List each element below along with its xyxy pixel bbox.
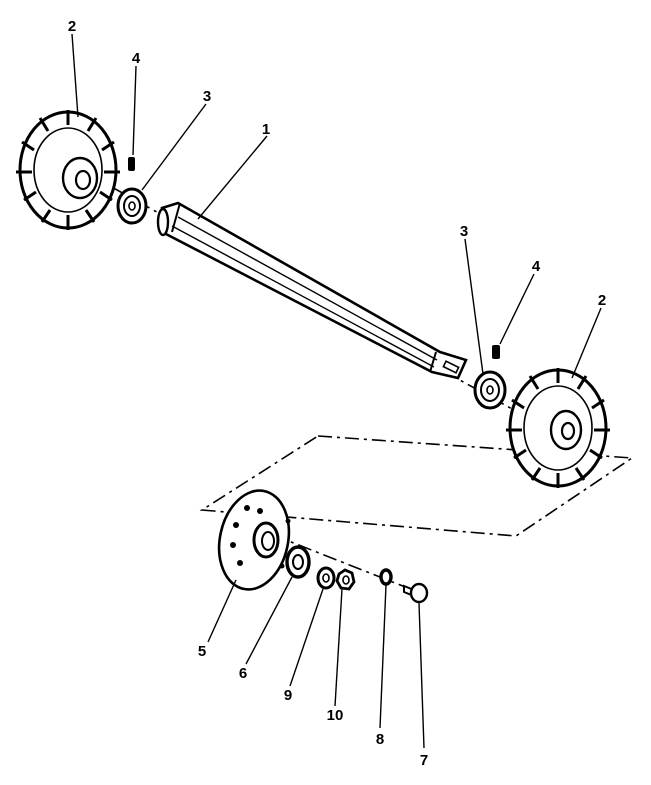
callout-10: 10 — [327, 707, 344, 724]
callout-1: 1 — [262, 121, 270, 138]
callout-4-left: 4 — [132, 50, 141, 67]
callout-7: 7 — [420, 752, 428, 769]
bolt — [403, 582, 429, 604]
callout-4-right: 4 — [532, 258, 541, 275]
washer — [316, 566, 336, 590]
callout-5: 5 — [198, 643, 206, 660]
callout-9: 9 — [284, 687, 292, 704]
flange-bearing — [285, 545, 311, 579]
leader-lines — [71, 33, 602, 749]
lock-washer — [379, 568, 393, 586]
sprocket-left — [16, 110, 120, 230]
callouts: 1 2 2 3 3 4 4 5 6 9 10 8 7 — [68, 18, 606, 769]
flange-plate — [217, 489, 291, 591]
shaft — [156, 201, 468, 380]
callout-6: 6 — [239, 665, 247, 682]
callout-8: 8 — [376, 731, 384, 748]
set-screw-right — [492, 345, 500, 359]
callout-3-right: 3 — [460, 223, 468, 240]
set-screw-left — [128, 157, 135, 171]
bearing-left — [116, 187, 148, 225]
bearing-right — [473, 370, 507, 410]
callout-3-left: 3 — [203, 88, 211, 105]
sprocket-right — [506, 368, 610, 488]
nut — [335, 568, 356, 591]
callout-2-right: 2 — [598, 292, 606, 309]
callout-2-left: 2 — [68, 18, 76, 35]
